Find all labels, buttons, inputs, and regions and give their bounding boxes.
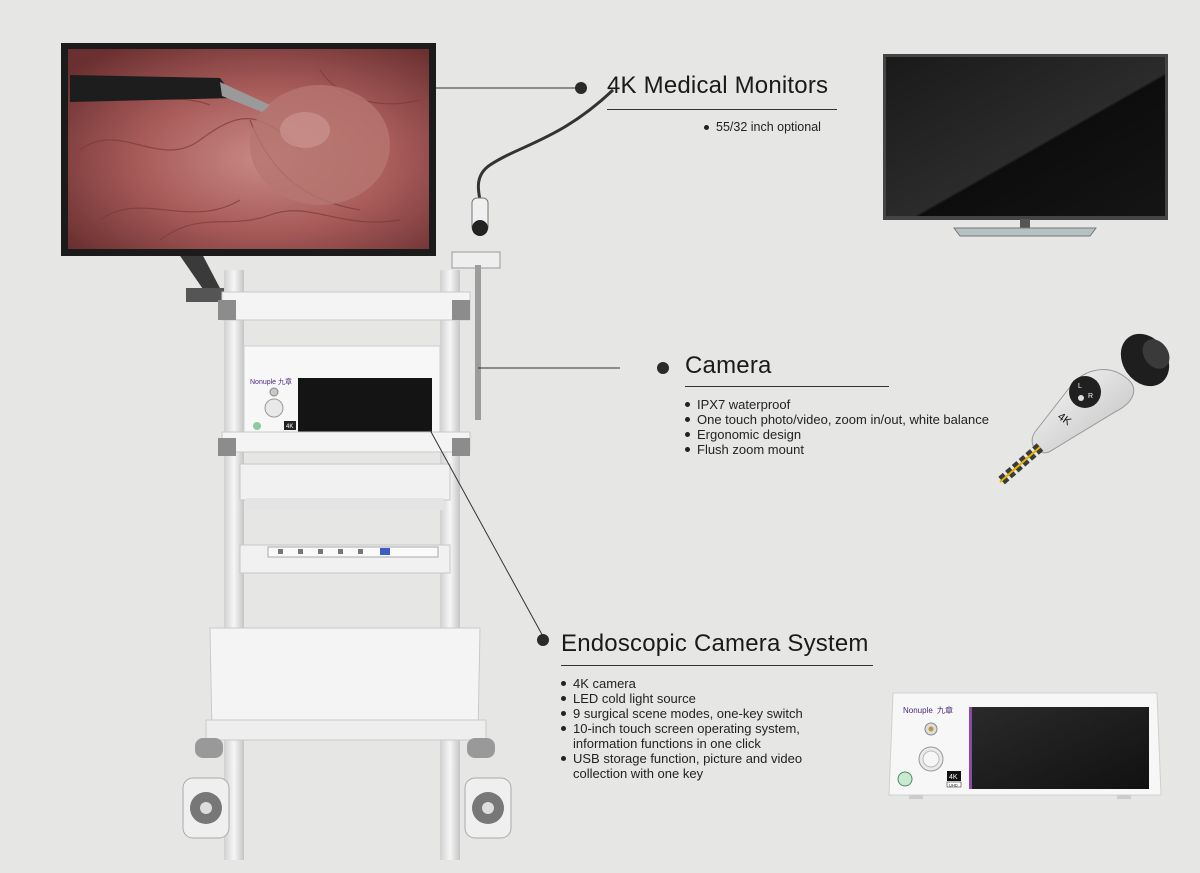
list-item: LED cold light source <box>561 691 803 706</box>
list-item: 10-inch touch screen operating system, i… <box>561 721 803 751</box>
list-item: USB storage function, picture and video … <box>561 751 803 781</box>
svg-text:4K: 4K <box>286 424 293 430</box>
list-item: One touch photo/video, zoom in/out, whit… <box>685 412 989 427</box>
svg-text:R: R <box>1088 393 1093 400</box>
camera-leader-dot <box>657 362 669 374</box>
svg-text:Nonuple 九章: Nonuple 九章 <box>250 377 292 386</box>
medical-monitor <box>61 43 436 256</box>
camera-system-unit: Nonuple 九章 4K UHD <box>888 692 1162 799</box>
system-leader-dot <box>537 634 549 646</box>
svg-text:L: L <box>1078 383 1082 390</box>
list-item: Ergonomic design <box>685 427 989 442</box>
list-item: 55/32 inch optional <box>704 120 821 135</box>
list-item: 4K camera <box>561 676 803 691</box>
brand-name: Nonuple <box>903 706 933 715</box>
list-item: 9 surgical scene modes, one-key switch <box>561 706 803 721</box>
system-heading: Endoscopic Camera System <box>561 630 869 657</box>
system-bullets: 4K camera LED cold light source 9 surgic… <box>561 676 803 781</box>
camera-underline <box>685 386 889 387</box>
list-item: Flush zoom mount <box>685 442 989 457</box>
uhd-badge: UHD <box>949 783 958 788</box>
fourk-badge: 4K <box>949 774 958 781</box>
list-item: IPX7 waterproof <box>685 397 989 412</box>
camera-bullets: IPX7 waterproof One touch photo/video, z… <box>685 397 989 457</box>
system-underline <box>561 665 873 666</box>
monitors-heading: 4K Medical Monitors <box>607 72 829 99</box>
camera-head-illustration: L R 4K <box>996 333 1170 486</box>
caster-wheels <box>182 738 512 839</box>
camera-heading: Camera <box>685 352 772 379</box>
monitors-underline <box>607 109 837 110</box>
trolley-illustration: Nonuple 九章 4K <box>61 43 620 860</box>
monitor-leader-dot <box>575 82 587 94</box>
tv-illustration <box>883 54 1168 237</box>
monitors-bullets: 55/32 inch optional <box>704 120 821 135</box>
camera-control-unit: Nonuple 九章 4K <box>243 345 441 437</box>
brand-cn: 九章 <box>937 705 953 715</box>
